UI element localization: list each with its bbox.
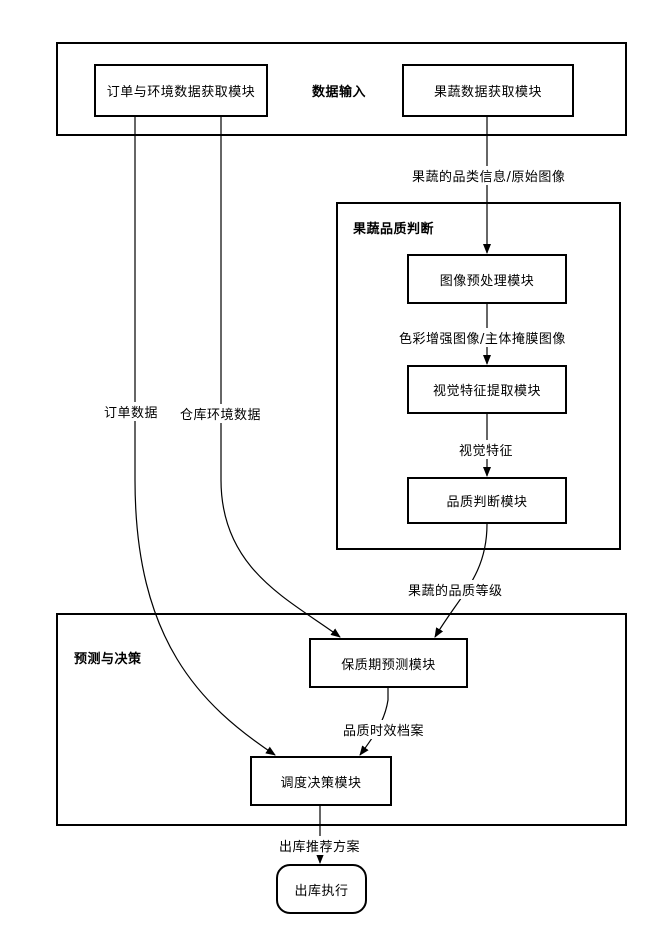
- outbound-execution-node: 出库执行: [276, 864, 367, 914]
- produce-data-acquisition-module: 果蔬数据获取模块: [402, 64, 574, 117]
- edge-label-category-raw-image: 果蔬的品类信息/原始图像: [410, 166, 567, 185]
- edge-env-to-shelflife: [221, 117, 340, 637]
- edge-label-quality-time-profile: 品质时效档案: [341, 720, 426, 739]
- edge-label-enhanced-masked-image: 色彩增强图像/主体掩膜图像: [397, 328, 568, 347]
- edge-label-quality-grade: 果蔬的品质等级: [406, 580, 505, 599]
- edge-label-warehouse-env-data: 仓库环境数据: [178, 404, 263, 423]
- edge-order-to-scheduling: [135, 117, 275, 755]
- quality-judgment-module: 品质判断模块: [407, 477, 567, 524]
- order-env-acquisition-module: 订单与环境数据获取模块: [94, 64, 268, 117]
- image-preprocessing-module: 图像预处理模块: [407, 254, 567, 304]
- visual-feature-extraction-module: 视觉特征提取模块: [407, 365, 567, 414]
- edge-label-order-data: 订单数据: [102, 402, 160, 421]
- edge-label-visual-features: 视觉特征: [457, 440, 515, 459]
- scheduling-decision-module: 调度决策模块: [250, 756, 392, 806]
- shelf-life-prediction-module: 保质期预测模块: [309, 638, 468, 688]
- edge-label-outbound-plan: 出库推荐方案: [277, 836, 362, 855]
